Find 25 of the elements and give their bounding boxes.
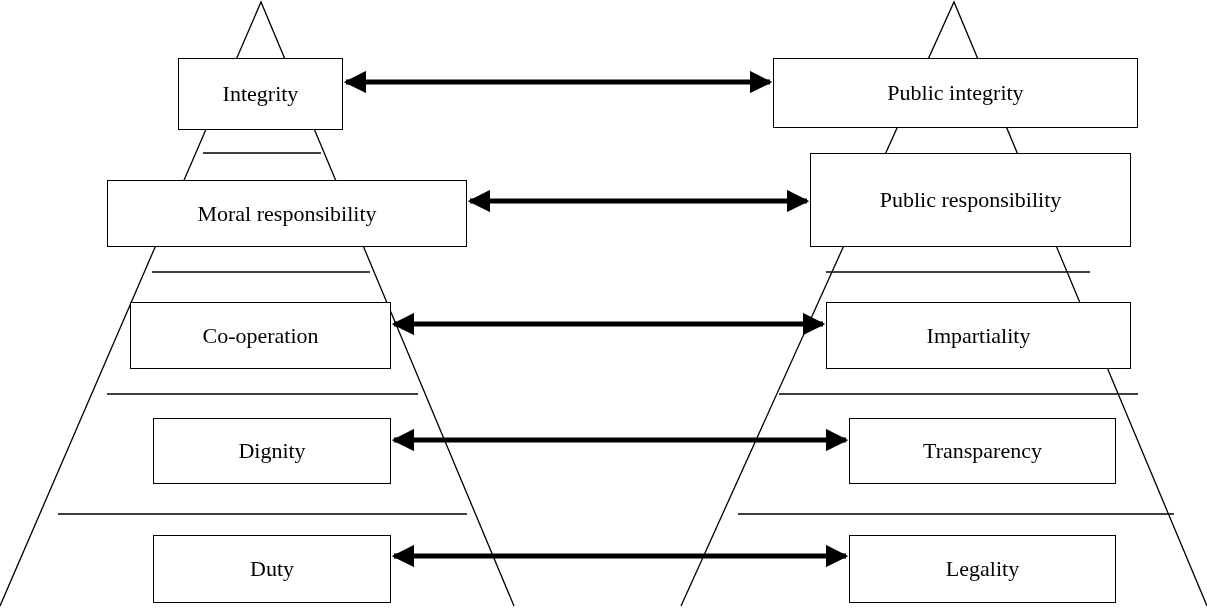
double-arrow <box>467 189 810 213</box>
value-label: Duty <box>249 555 295 584</box>
value-box <box>773 58 1138 128</box>
double-arrow <box>391 312 826 336</box>
value-label: Co-operation <box>201 321 320 350</box>
double-arrow <box>391 544 849 568</box>
value-box <box>153 535 391 603</box>
value-label: Legality <box>944 555 1021 584</box>
value-box <box>130 302 391 369</box>
value-box <box>826 302 1131 369</box>
value-label: Impartiality <box>925 321 1032 350</box>
value-box <box>849 535 1116 603</box>
value-label: Moral responsibility <box>196 199 378 228</box>
value-box <box>153 418 391 484</box>
value-box <box>849 418 1116 484</box>
value-label: Dignity <box>237 437 307 466</box>
value-label: Integrity <box>221 80 300 109</box>
value-label: Public integrity <box>886 79 1025 108</box>
double-arrow <box>391 428 849 452</box>
value-label: Transparency <box>922 437 1043 466</box>
value-box <box>107 180 467 247</box>
double-arrow <box>343 70 773 94</box>
value-label: Public responsibility <box>878 186 1063 215</box>
value-box <box>178 58 343 130</box>
value-box <box>810 153 1131 247</box>
